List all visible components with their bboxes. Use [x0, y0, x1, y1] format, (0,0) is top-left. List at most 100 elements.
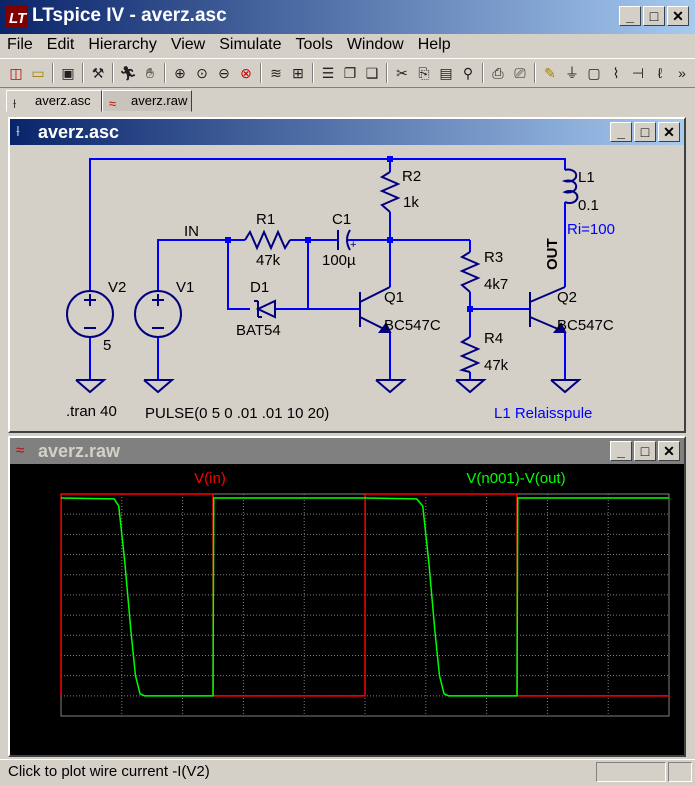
y-tick-label: 1.0V — [28, 647, 57, 663]
paste-icon[interactable]: ▤ — [439, 65, 453, 81]
label-q1-value: BC547C — [384, 317, 441, 334]
capacitor-icon[interactable]: ⊣ — [631, 65, 645, 81]
fft-icon[interactable]: ⊞ — [292, 65, 304, 81]
y-tick-label: 2.5V — [28, 587, 57, 603]
menu-file[interactable]: File — [7, 36, 33, 53]
label-relay-note: L1 Relaisspule — [494, 405, 592, 422]
x-tick-label: 24s — [415, 723, 438, 739]
inductor-icon[interactable]: ℓ — [657, 65, 663, 81]
menu-simulate[interactable]: Simulate — [219, 36, 282, 53]
label-q1: Q1 — [384, 289, 404, 306]
tile-horizontal-icon[interactable]: ☰ — [321, 65, 335, 81]
status-panel — [596, 762, 666, 782]
transistor-q1[interactable] — [359, 286, 392, 333]
resistor-r4 — [458, 336, 481, 373]
label-r2-value: 1k — [403, 194, 419, 211]
tab-waveform[interactable]: ≈ averz.raw — [102, 90, 192, 112]
tab-waveform-label: averz.raw — [131, 93, 188, 108]
schematic-title-bar: ⟊ averz.asc _ □ ✕ — [10, 119, 684, 145]
waveform-maximize-button[interactable]: □ — [634, 441, 656, 461]
menu-window[interactable]: Window — [346, 36, 404, 53]
schematic-close-button[interactable]: ✕ — [658, 122, 680, 142]
control-panel-icon[interactable]: ⚒ — [91, 65, 105, 81]
copy-icon[interactable]: ⎘ — [418, 65, 430, 81]
x-tick-label: 12s — [232, 723, 255, 739]
zoom-fit-icon[interactable]: ⊗ — [240, 65, 252, 81]
open-icon[interactable]: ▭ — [31, 65, 45, 81]
tile-vertical-icon[interactable]: ❑ — [365, 65, 379, 81]
voltage-source-v2[interactable] — [66, 290, 114, 338]
menu-edit[interactable]: Edit — [46, 36, 75, 53]
y-tick-label: 2.0V — [28, 607, 57, 623]
trace-label-diff[interactable]: V(n001)-V(out) — [466, 470, 565, 487]
x-tick-label: 40s — [658, 723, 681, 739]
label-in-net: IN — [184, 223, 199, 240]
zoom-pan-icon[interactable]: ⊙ — [196, 65, 208, 81]
label-d1: D1 — [250, 279, 269, 296]
cut-icon[interactable]: ✂ — [396, 65, 408, 81]
x-tick-label: 36s — [597, 723, 620, 739]
label-l1-ri: Ri=100 — [567, 221, 615, 238]
menu-view[interactable]: View — [170, 36, 206, 53]
menu-bar: File Edit Hierarchy View Simulate Tools … — [0, 34, 695, 56]
zoom-in-icon[interactable]: ⊕ — [174, 65, 186, 81]
capacitor-c1[interactable]: + — [337, 229, 356, 251]
maximize-button[interactable]: □ — [643, 6, 665, 26]
waveform-title: averz.raw — [38, 441, 121, 461]
app-title: LTspice IV - averz.asc — [32, 5, 227, 26]
y-tick-label: 5.0V — [28, 486, 57, 502]
ground-icon[interactable]: ⏚ — [565, 65, 579, 81]
schematic-maximize-button[interactable]: □ — [634, 122, 656, 142]
x-tick-label: 28s — [475, 723, 498, 739]
draw-wire-icon[interactable]: ✎ — [544, 65, 556, 81]
label-l1-value: 0.1 — [578, 197, 599, 214]
cascade-icon[interactable]: ❐ — [343, 65, 357, 81]
schematic-icon: ⟊ — [13, 96, 17, 111]
label-r4-value: 47k — [484, 357, 509, 374]
save-icon[interactable]: ▣ — [61, 65, 75, 81]
trace-label-vin[interactable]: V(in) — [194, 470, 226, 487]
waveform-minimize-button[interactable]: _ — [610, 441, 632, 461]
resistor-r2 — [379, 171, 401, 213]
menu-help[interactable]: Help — [417, 36, 451, 53]
close-button[interactable]: ✕ — [667, 6, 689, 26]
y-tick-label: 0.0V — [28, 688, 57, 704]
print-icon[interactable]: ⎙ — [492, 65, 504, 81]
y-tick-label: 0.5V — [28, 668, 57, 684]
tab-schematic[interactable]: ⟊ averz.asc — [6, 90, 102, 112]
zoom-out-icon[interactable]: ⊖ — [218, 65, 230, 81]
status-grip — [668, 762, 692, 782]
toolbar: ◫ ▭ ▣ ⚒ 🏃︎ ✋︎ ⊕ ⊙ ⊖ ⊗ ≋ ⊞ ☰ ❐ ❑ ✂ ⎘ ▤ ⚲ … — [0, 58, 695, 88]
y-tick-label: 4.5V — [28, 506, 57, 522]
pan-icon[interactable]: ✋︎ — [146, 65, 154, 81]
minimize-button[interactable]: _ — [619, 6, 641, 26]
waveform-close-button[interactable]: ✕ — [658, 441, 680, 461]
diode-d1[interactable] — [254, 299, 276, 319]
x-tick-label: 4s — [114, 723, 129, 739]
x-tick-label: 0s — [54, 723, 69, 739]
diode-icon[interactable]: » — [678, 65, 686, 81]
schematic-minimize-button[interactable]: _ — [610, 122, 632, 142]
new-schematic-icon[interactable]: ◫ — [9, 65, 23, 81]
voltage-source-v1[interactable] — [134, 290, 182, 338]
trace-diff[interactable] — [60, 497, 669, 697]
label-l1: L1 — [578, 169, 595, 186]
inductor-l1[interactable] — [561, 168, 579, 204]
resistor-r1 — [244, 229, 291, 251]
menu-hierarchy[interactable]: Hierarchy — [88, 36, 157, 53]
run-icon[interactable]: 🏃︎ — [119, 65, 137, 81]
print-preview-icon[interactable]: ⎚ — [514, 65, 526, 81]
label-net-icon[interactable]: ▢ — [587, 65, 601, 81]
autorange-icon[interactable]: ≋ — [270, 65, 282, 81]
transistor-q2[interactable] — [529, 286, 567, 333]
schematic-icon: ⟊ — [16, 123, 20, 140]
resistor-icon[interactable]: ⌇ — [612, 65, 620, 81]
x-tick-label: 8s — [175, 723, 190, 739]
svg-text:+: + — [350, 239, 356, 251]
find-icon[interactable]: ⚲ — [462, 65, 474, 81]
label-r1: R1 — [256, 211, 275, 228]
menu-tools[interactable]: Tools — [295, 36, 333, 53]
schematic-canvas[interactable]: + V2 5 V1 IN R1 — [10, 145, 684, 431]
